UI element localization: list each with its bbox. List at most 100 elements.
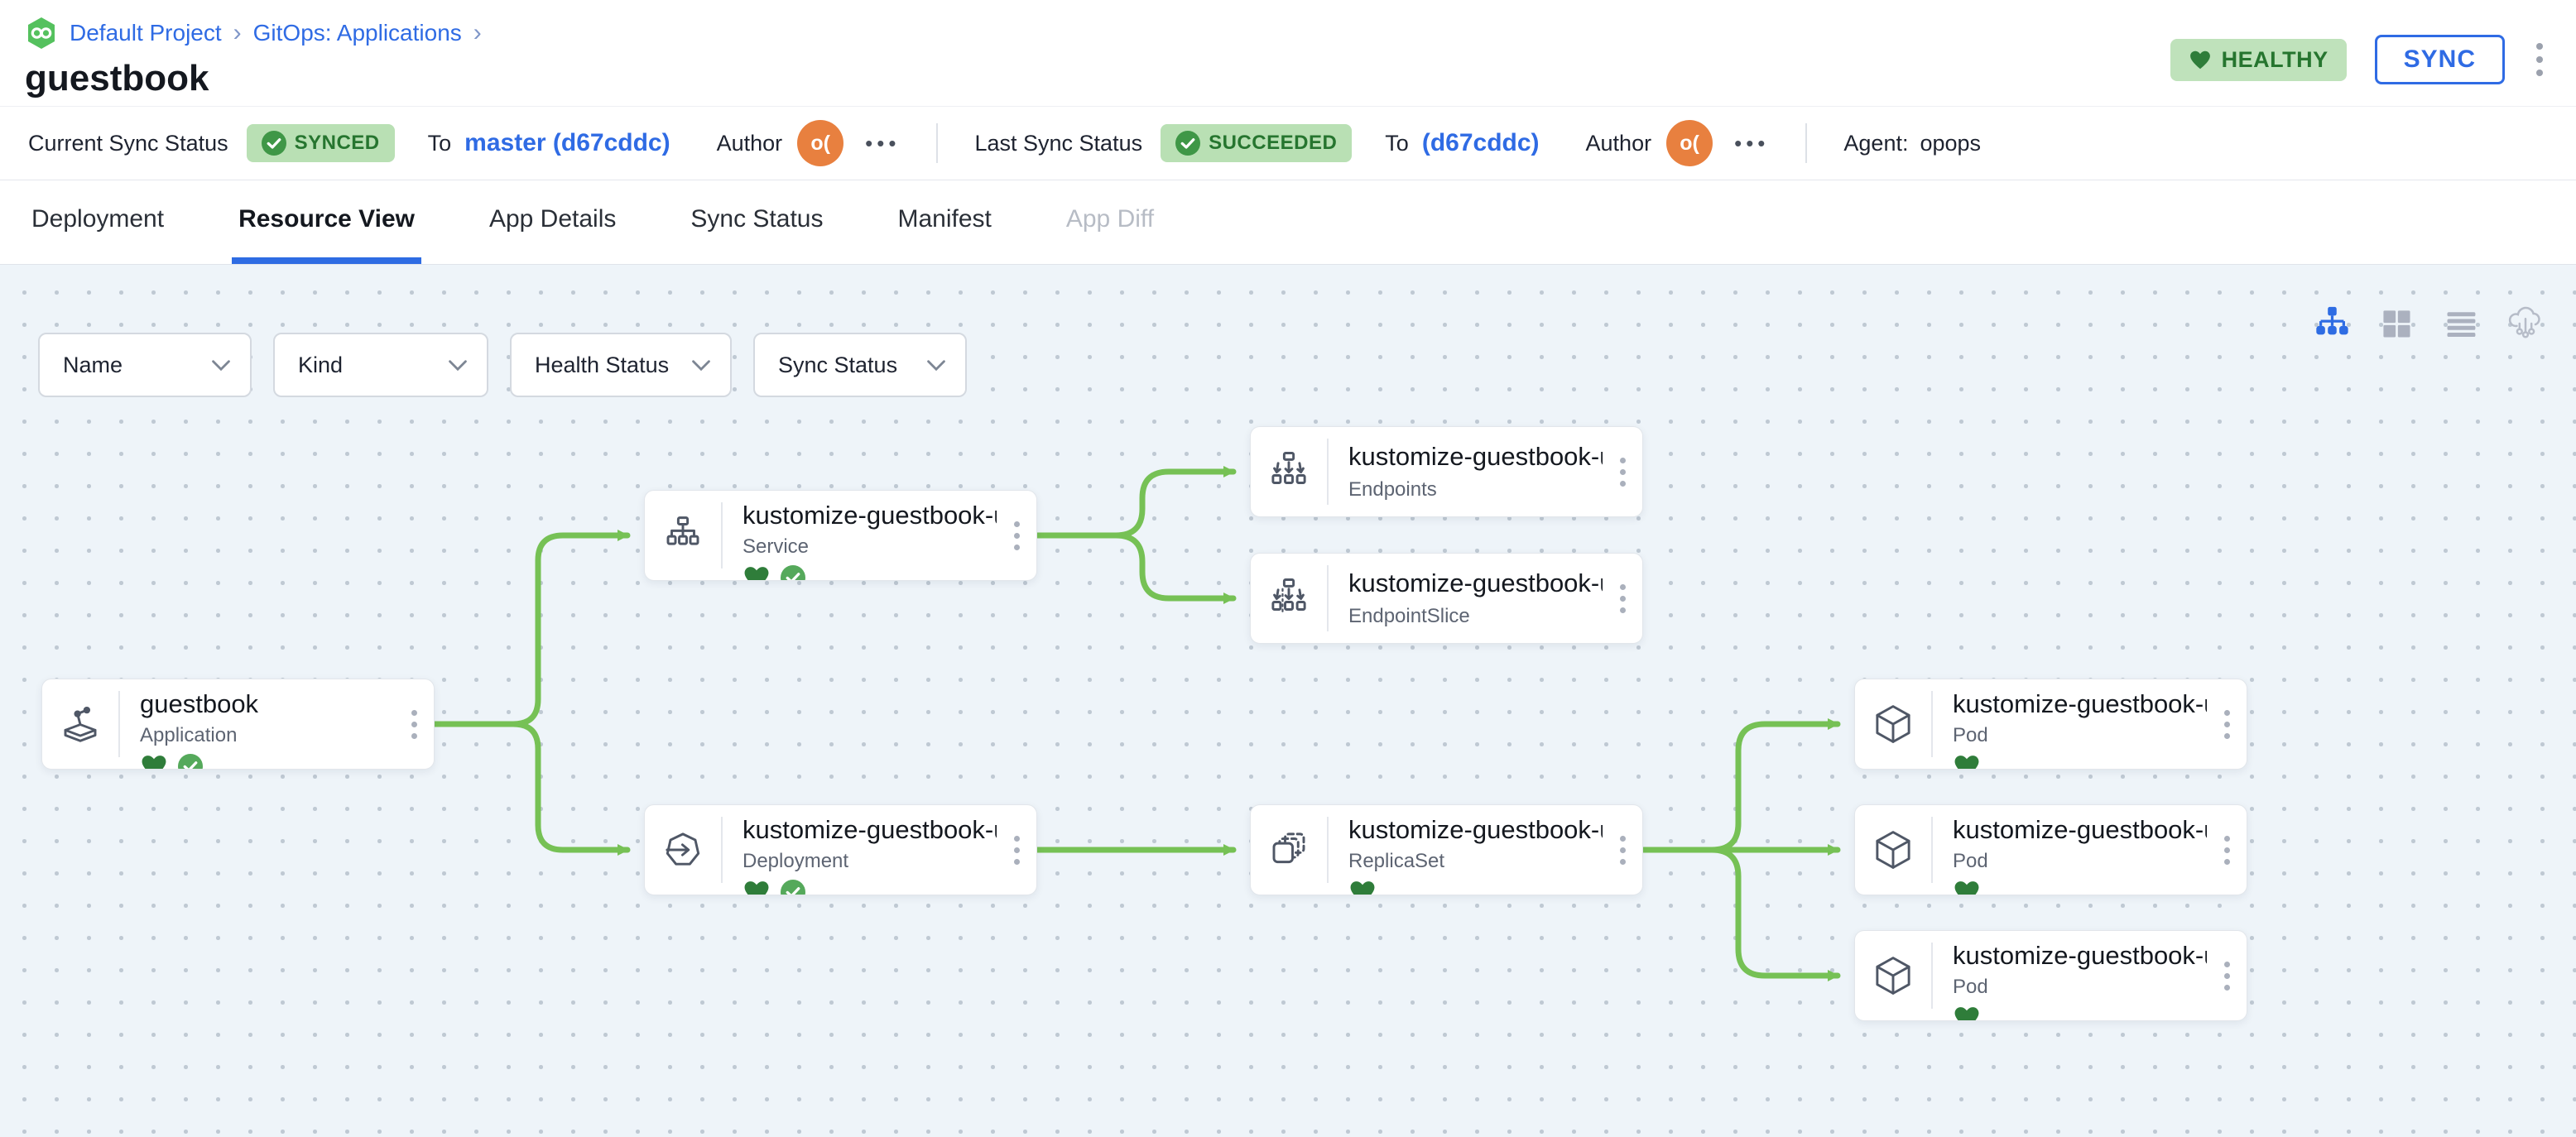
node-card-endpointslice[interactable]: kustomize-guestbook-ui-... EndpointSlice [1250,553,1643,644]
commit-more-button[interactable]: ••• [1734,130,1770,156]
healthy-heart-icon [1350,881,1375,895]
tab-deployment[interactable]: Deployment [31,204,165,233]
healthy-heart-icon [744,567,769,580]
node-more-icon[interactable] [2207,805,2247,895]
last-sync-target-link[interactable]: (d67cddc) [1421,129,1540,156]
node-more-icon[interactable] [1603,554,1642,643]
current-sync-status-label: Current Sync Status [28,130,228,156]
filter-health-status-dropdown[interactable]: Health Status [510,333,732,397]
node-name: kustomize-guestbook-ui-... [1348,815,1603,844]
node-card-replicaset[interactable]: kustomize-guestbook-ui-... ReplicaSet [1250,804,1643,895]
node-name: kustomize-guestbook-ui-... [1953,689,2207,718]
endpoints-icon [1251,427,1327,516]
node-more-icon[interactable] [2207,679,2247,769]
edge-replicaset-pod1 [1640,718,1841,853]
node-name: kustomize-guestbook-ui-... [1953,815,2207,844]
author-avatar: o( [1666,120,1713,166]
pod-icon [1855,805,1931,895]
tab-app-details[interactable]: App Details [488,204,617,233]
tab-app-diff: App Diff [1065,204,1155,233]
node-card-endpoints[interactable]: kustomize-guestbook-ui Endpoints [1250,426,1643,517]
node-card-pod[interactable]: kustomize-guestbook-ui-... Pod [1854,804,2247,895]
resource-tree-canvas[interactable]: Name Kind Health Status Sync Status [0,265,2576,1137]
breadcrumb-separator: › [473,19,482,46]
healthy-heart-icon [1954,1007,1979,1020]
deployment-icon [645,805,721,895]
to-label: To [1385,130,1409,156]
health-status-badge: HEALTHY [2170,38,2347,81]
edge-app-deployment [430,721,631,856]
list-view-icon[interactable] [2442,305,2480,343]
node-kind: Pod [1953,724,1988,746]
node-card-deployment[interactable]: kustomize-guestbook-ui Deployment [644,804,1037,895]
filter-sync-status-dropdown[interactable]: Sync Status [753,333,967,397]
health-status-label: HEALTHY [2221,46,2328,72]
chevron-down-icon [692,359,710,371]
node-card-service[interactable]: kustomize-guestbook-ui Service [644,490,1037,581]
to-label: To [427,130,452,156]
last-sync-status-badge: SUCCEEDED [1161,124,1353,162]
breadcrumb-project-link[interactable]: Default Project [70,20,222,46]
synced-check-icon [781,564,805,580]
node-more-icon[interactable] [2207,931,2247,1020]
edge-service-endpointslice [1031,532,1237,604]
sync-button[interactable]: SYNC [2374,35,2505,84]
tab-resource-view[interactable]: Resource View [232,180,421,264]
check-circle-icon [261,131,286,156]
chevron-down-icon [927,359,945,371]
breadcrumb-section-link[interactable]: GitOps: Applications [252,20,462,46]
author-label: Author [716,130,783,156]
tab-bar: Deployment Resource View App Details Syn… [0,180,2576,265]
healthy-heart-icon [1954,881,1979,895]
grid-view-icon[interactable] [2377,305,2415,343]
node-name: guestbook [140,689,259,718]
tab-sync-status[interactable]: Sync Status [690,204,824,233]
service-icon [645,491,721,580]
node-kind: Deployment [743,850,849,872]
node-card-pod[interactable]: kustomize-guestbook-ui-... Pod [1854,930,2247,1021]
node-more-icon[interactable] [1603,427,1642,516]
chevron-down-icon [212,359,230,371]
node-kind: Service [743,535,810,558]
commit-more-button[interactable]: ••• [865,130,901,156]
synced-check-icon [178,753,203,769]
app-header: Default Project › GitOps: Applications ›… [0,0,2576,106]
status-bar: Current Sync Status SYNCED To master (d6… [0,106,2576,180]
node-kind: Pod [1953,850,1988,872]
node-kind: Endpoints [1348,478,1437,501]
pod-icon [1855,931,1931,1020]
node-more-icon[interactable] [997,805,1036,895]
node-card-application[interactable]: guestbook Application [41,679,435,770]
current-sync-target-link[interactable]: master (d67cddc) [464,129,670,156]
node-kind: ReplicaSet [1348,850,1445,872]
author-label: Author [1585,130,1652,156]
node-more-icon[interactable] [1603,805,1642,895]
author-avatar: o( [797,120,844,166]
node-name: kustomize-guestbook-ui [1348,442,1603,471]
filter-bar: Name Kind Health Status Sync Status [38,333,967,397]
edge-replicaset-pod3 [1640,847,1841,981]
edge-app-service [430,530,631,727]
cluster-view-icon[interactable] [2506,305,2545,343]
view-mode-switcher [2313,305,2545,343]
node-card-pod[interactable]: kustomize-guestbook-ui-... Pod [1854,679,2247,770]
tab-manifest[interactable]: Manifest [897,204,992,233]
gitops-logo-icon [25,17,58,50]
filter-name-dropdown[interactable]: Name [38,333,252,397]
pod-icon [1855,679,1931,769]
filter-kind-dropdown[interactable]: Kind [273,333,488,397]
tree-view-icon[interactable] [2313,305,2351,343]
node-name: kustomize-guestbook-ui [743,501,997,530]
healthy-heart-icon [744,881,769,895]
node-more-icon[interactable] [997,491,1036,580]
last-sync-status-label: Last Sync Status [974,130,1143,156]
replicaset-icon [1251,805,1327,895]
agent-label: Agent: [1843,130,1909,156]
node-name: kustomize-guestbook-ui-... [1348,568,1603,597]
node-name: kustomize-guestbook-ui-... [1953,941,2207,970]
endpointslice-icon [1251,554,1327,643]
divider [1805,123,1808,163]
more-options-icon[interactable] [2533,40,2546,79]
edge-service-endpoints [1031,466,1237,539]
node-more-icon[interactable] [394,679,434,769]
